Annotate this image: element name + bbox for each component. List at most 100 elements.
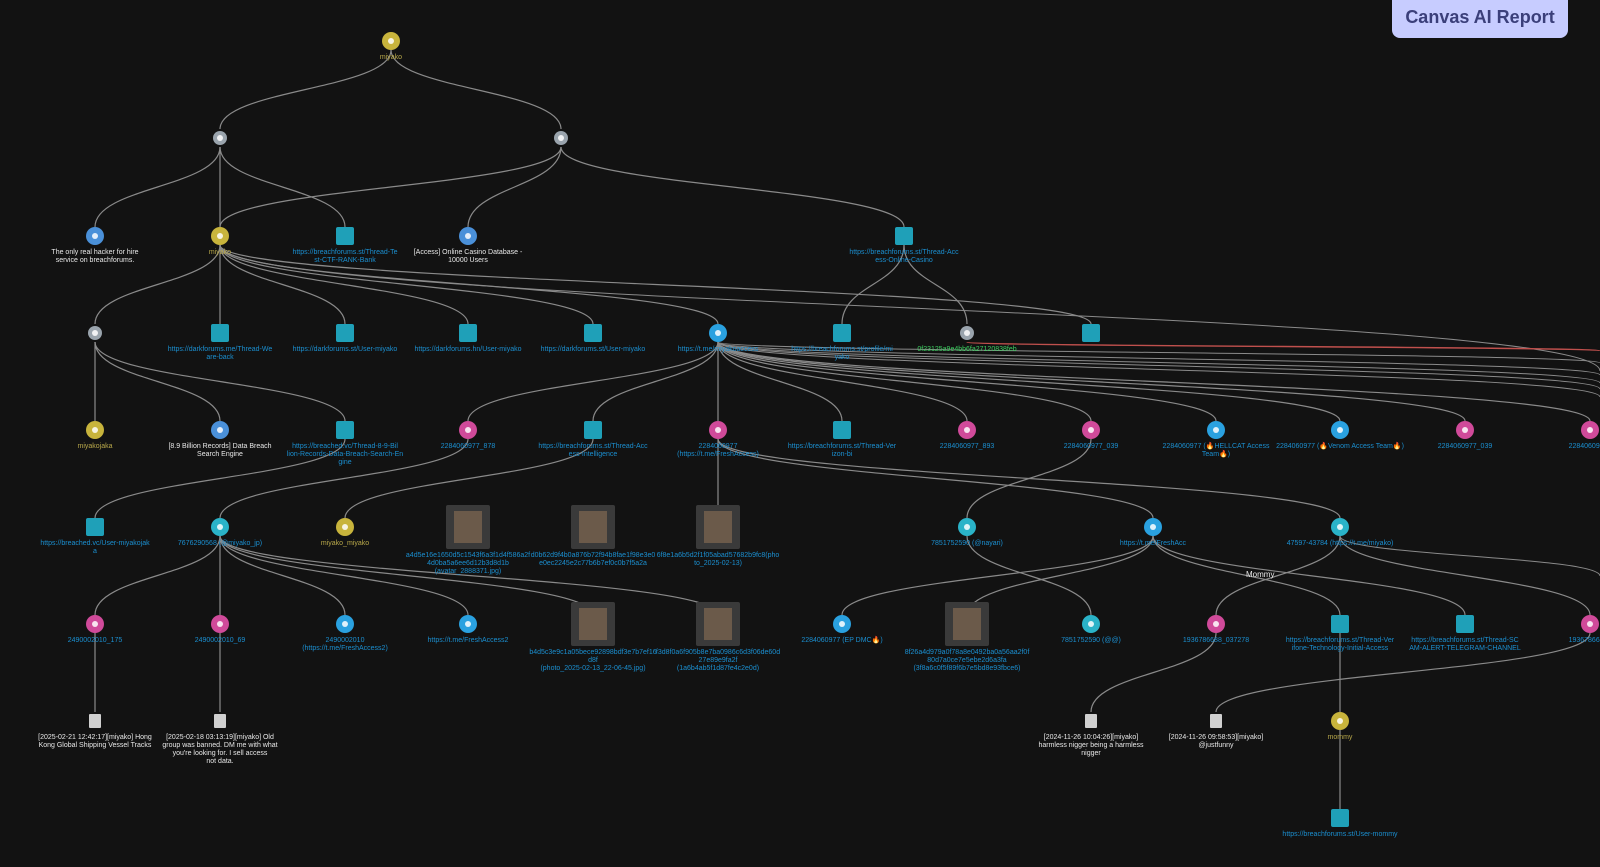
graph-edge — [219, 244, 469, 325]
web-page-icon — [336, 227, 354, 245]
graph-node-n-green[interactable]: 0f23125a9e4bb6fa27120838feb — [917, 326, 1017, 353]
graph-node-n-bf4[interactable] — [1082, 324, 1100, 342]
graph-node-n-miyako2[interactable]: miyako_miyako — [321, 518, 369, 547]
node-glyph — [1337, 718, 1343, 724]
graph-node-n-grp4[interactable]: 7851752590 (@@) — [1061, 615, 1121, 644]
graph-node-n-t4[interactable]: 2284060977 (EP DMC🔥) — [801, 615, 883, 644]
canvas-ai-report-button[interactable]: Canvas AI Report — [1392, 0, 1568, 38]
graph-node-n-p4[interactable]: 2284060977_039 — [1438, 421, 1493, 450]
graph-node-n-grp3[interactable]: 47597-43784 (https://t.me/miyako) — [1287, 518, 1394, 547]
document-icon — [1210, 714, 1222, 728]
graph-node-n-p9[interactable]: 1936786688_ — [1569, 615, 1600, 644]
node-glyph — [1150, 524, 1156, 530]
graph-node-root[interactable]: miyako — [380, 32, 402, 61]
graph-node-n-p7[interactable]: 2490002010_69 — [195, 615, 246, 644]
node-glyph — [342, 524, 348, 530]
edge-label-mommy: Mommy — [1246, 570, 1274, 579]
graph-node-n-grp1[interactable]: 7676290568 (@miyako_jp) — [178, 518, 262, 547]
graph-node-n-dark4[interactable]: https://darkforums.st/User-miyako — [541, 324, 646, 353]
node-glyph — [465, 233, 471, 239]
graph-node-n-t1[interactable]: 2284060977(https://t.me/FreshAccess) — [677, 421, 759, 458]
graph-node-n-dark2[interactable]: https://darkforums.st/User-miyako — [293, 324, 398, 353]
graph-edge — [219, 535, 594, 616]
graph-edge — [219, 535, 719, 616]
graph-node-n-doc3[interactable]: [2024-11-26 10:04:26][miyako]harmless ni… — [1038, 714, 1144, 757]
graph-node-n-miy2[interactable]: miyako — [209, 227, 231, 256]
web-page-icon — [833, 421, 851, 439]
graph-node-l1a[interactable] — [213, 131, 227, 145]
graph-edge — [390, 49, 562, 130]
graph-node-n-t3[interactable]: https://t.me/FreshAccess2 — [428, 615, 509, 644]
graph-edge — [219, 535, 469, 616]
graph-node-n-doc4[interactable]: [2024-11-26 09:58:53][miyako]@justfunny — [1169, 714, 1263, 749]
graph-edge — [94, 341, 221, 422]
node-label: 2284060977_039 — [1064, 443, 1119, 450]
graph-node-n-casino[interactable]: [Access] Online Casino Database -10000 U… — [414, 227, 523, 264]
graph-edge — [1090, 632, 1217, 713]
graph-node-n-p1[interactable]: 2284060977_878 — [441, 421, 496, 450]
graph-edge — [717, 341, 1600, 398]
graph-node-n-p6[interactable]: 2490002010_175 — [68, 615, 123, 644]
node-glyph — [1587, 427, 1593, 433]
graph-edge — [717, 438, 1154, 519]
graph-node-n-miyakojaka[interactable]: miyakojaka — [77, 421, 113, 450]
graph-node-n-tme[interactable]: https://t.me/miyakoaccess — [678, 324, 759, 353]
node-label: 7676290568 (@miyako_jp) — [178, 540, 262, 547]
node-glyph — [839, 621, 845, 627]
node-glyph — [964, 427, 970, 433]
document-icon — [1085, 714, 1097, 728]
node-label: 2284060977_ — [1569, 443, 1600, 450]
graph-node-n-grp2[interactable]: 7851752590 (@nayari) — [931, 518, 1003, 547]
graph-node-n-p8[interactable]: 1936786688_037278 — [1183, 615, 1249, 644]
graph-edge — [219, 244, 1600, 372]
graph-node-n-mommy[interactable]: mommy — [1328, 712, 1353, 741]
graph-node-n-t2[interactable]: 2490002010(https://t.me/FreshAccess2) — [302, 615, 388, 652]
graph-edge — [219, 244, 594, 325]
node-label: 2284060977_039 — [1438, 443, 1493, 450]
graph-node-n-gray3[interactable] — [88, 326, 102, 340]
graph-node-n-venom[interactable]: 2284060977 (🔥Venom Access Team🔥) — [1276, 421, 1404, 450]
graph-node-l1b[interactable] — [554, 131, 568, 145]
image-thumbnail-fill — [579, 608, 607, 640]
graph-edge — [219, 244, 346, 325]
graph-node-n-p5[interactable]: 2284060977_ — [1569, 421, 1600, 450]
graph-edge — [94, 535, 221, 616]
graph-node-n-p3[interactable]: 2284060977_039 — [1064, 421, 1119, 450]
node-label: miyako — [209, 249, 231, 256]
graph-node-n-bf11[interactable]: https://breachforums.st/User-mommy — [1282, 809, 1398, 838]
graph-node-n-p2[interactable]: 2284060977_893 — [940, 421, 995, 450]
node-label: https://darkforums.hn/User-miyako — [415, 346, 522, 353]
graph-edge-red — [966, 341, 1600, 352]
web-page-icon — [86, 518, 104, 536]
node-label: miyako — [380, 54, 402, 61]
graph-node-n-dark3[interactable]: https://darkforums.hn/User-miyako — [415, 324, 522, 353]
graph-node-n-tme2[interactable]: https://t.me/FreshAcc — [1120, 518, 1187, 547]
